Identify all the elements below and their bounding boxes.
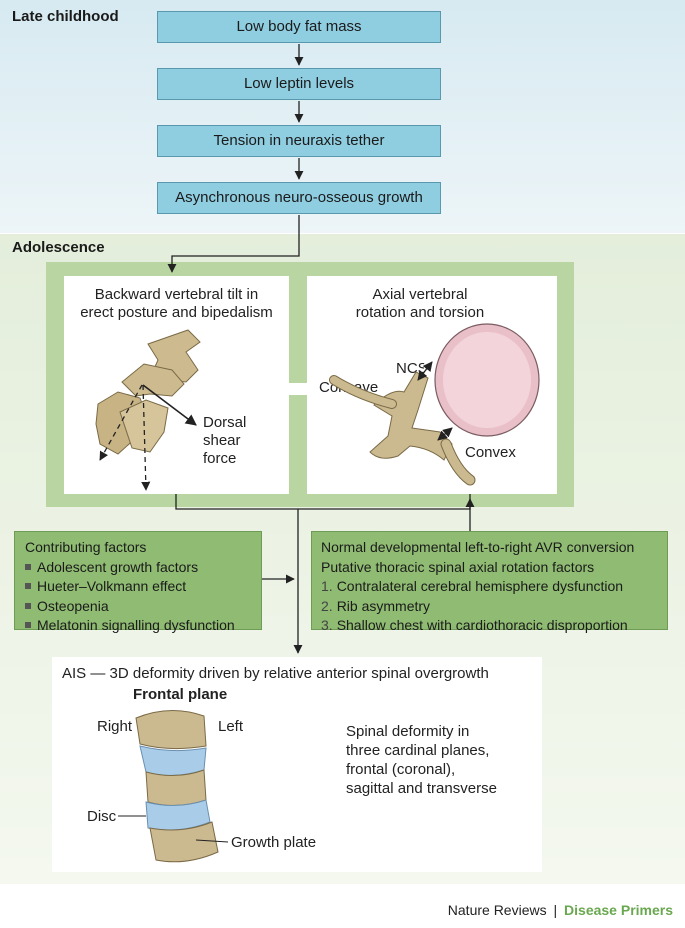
flow-box-neuro-osseous-growth: Asynchronous neuro-osseous growth <box>157 182 441 214</box>
growth-plate-label: Growth plate <box>231 834 317 851</box>
journal-name: Nature Reviews <box>447 902 547 918</box>
panel-connector <box>289 383 307 395</box>
list-item: Osteopenia <box>25 597 251 617</box>
flow-box-leptin: Low leptin levels <box>157 68 441 100</box>
vertebral-tilt-title: Backward vertebral tilt in erect posture… <box>80 286 273 321</box>
avr-conversion-text: Normal developmental left-to-right AVR c… <box>321 539 635 555</box>
list-item: 2.Rib asymmetry <box>321 597 431 614</box>
bullet-icon <box>25 622 31 629</box>
footer-separator: | <box>553 902 558 918</box>
ais-title: AIS — 3D deformity driven by relative an… <box>62 665 489 682</box>
list-item: 1.Contralateral cerebral hemisphere dysf… <box>321 578 624 594</box>
spinal-deformity-description: Spinal deformity in three cardinal plane… <box>346 723 497 797</box>
bullet-icon <box>25 563 31 570</box>
axial-rotation-title: Axial vertebral rotation and torsion <box>355 286 485 321</box>
adolescence-heading: Adolescence <box>12 239 105 256</box>
flow-box-body-fat: Low body fat mass <box>157 11 441 43</box>
ais-panel <box>52 657 542 872</box>
left-label: Left <box>218 718 244 735</box>
bullet-icon <box>25 602 31 609</box>
list-item: Melatonin signalling dysfunction <box>25 616 251 636</box>
right-label: Right <box>97 718 133 735</box>
list-item: Hueter–Volkmann effect <box>25 577 251 597</box>
avr-factors-box: Normal developmental left-to-right AVR c… <box>311 531 668 633</box>
concave-label: Concave <box>319 379 379 396</box>
disc-label: Disc <box>87 808 117 825</box>
series-name: Disease Primers <box>564 902 673 918</box>
flow-box-neuraxis-tension: Tension in neuraxis tether <box>157 125 441 157</box>
dorsal-shear-force-label: Dorsal shear force <box>203 414 247 467</box>
convex-label: Convex <box>465 444 516 461</box>
contributing-factors-box: Contributing factors Adolescent growth f… <box>14 531 262 633</box>
list-item: 3.Shallow chest with cardiothoracic disp… <box>321 617 628 633</box>
late-childhood-heading: Late childhood <box>12 8 119 25</box>
avr-factors-title: Putative thoracic spinal axial rotation … <box>321 558 595 575</box>
ncs-label: NCS <box>396 360 428 377</box>
frontal-plane-label: Frontal plane <box>133 686 228 703</box>
footer-credit: Nature Reviews | Disease Primers <box>448 902 673 918</box>
contributing-factors-title: Contributing factors <box>25 539 147 555</box>
list-item: Adolescent growth factors <box>25 558 251 578</box>
bullet-icon <box>25 583 31 590</box>
